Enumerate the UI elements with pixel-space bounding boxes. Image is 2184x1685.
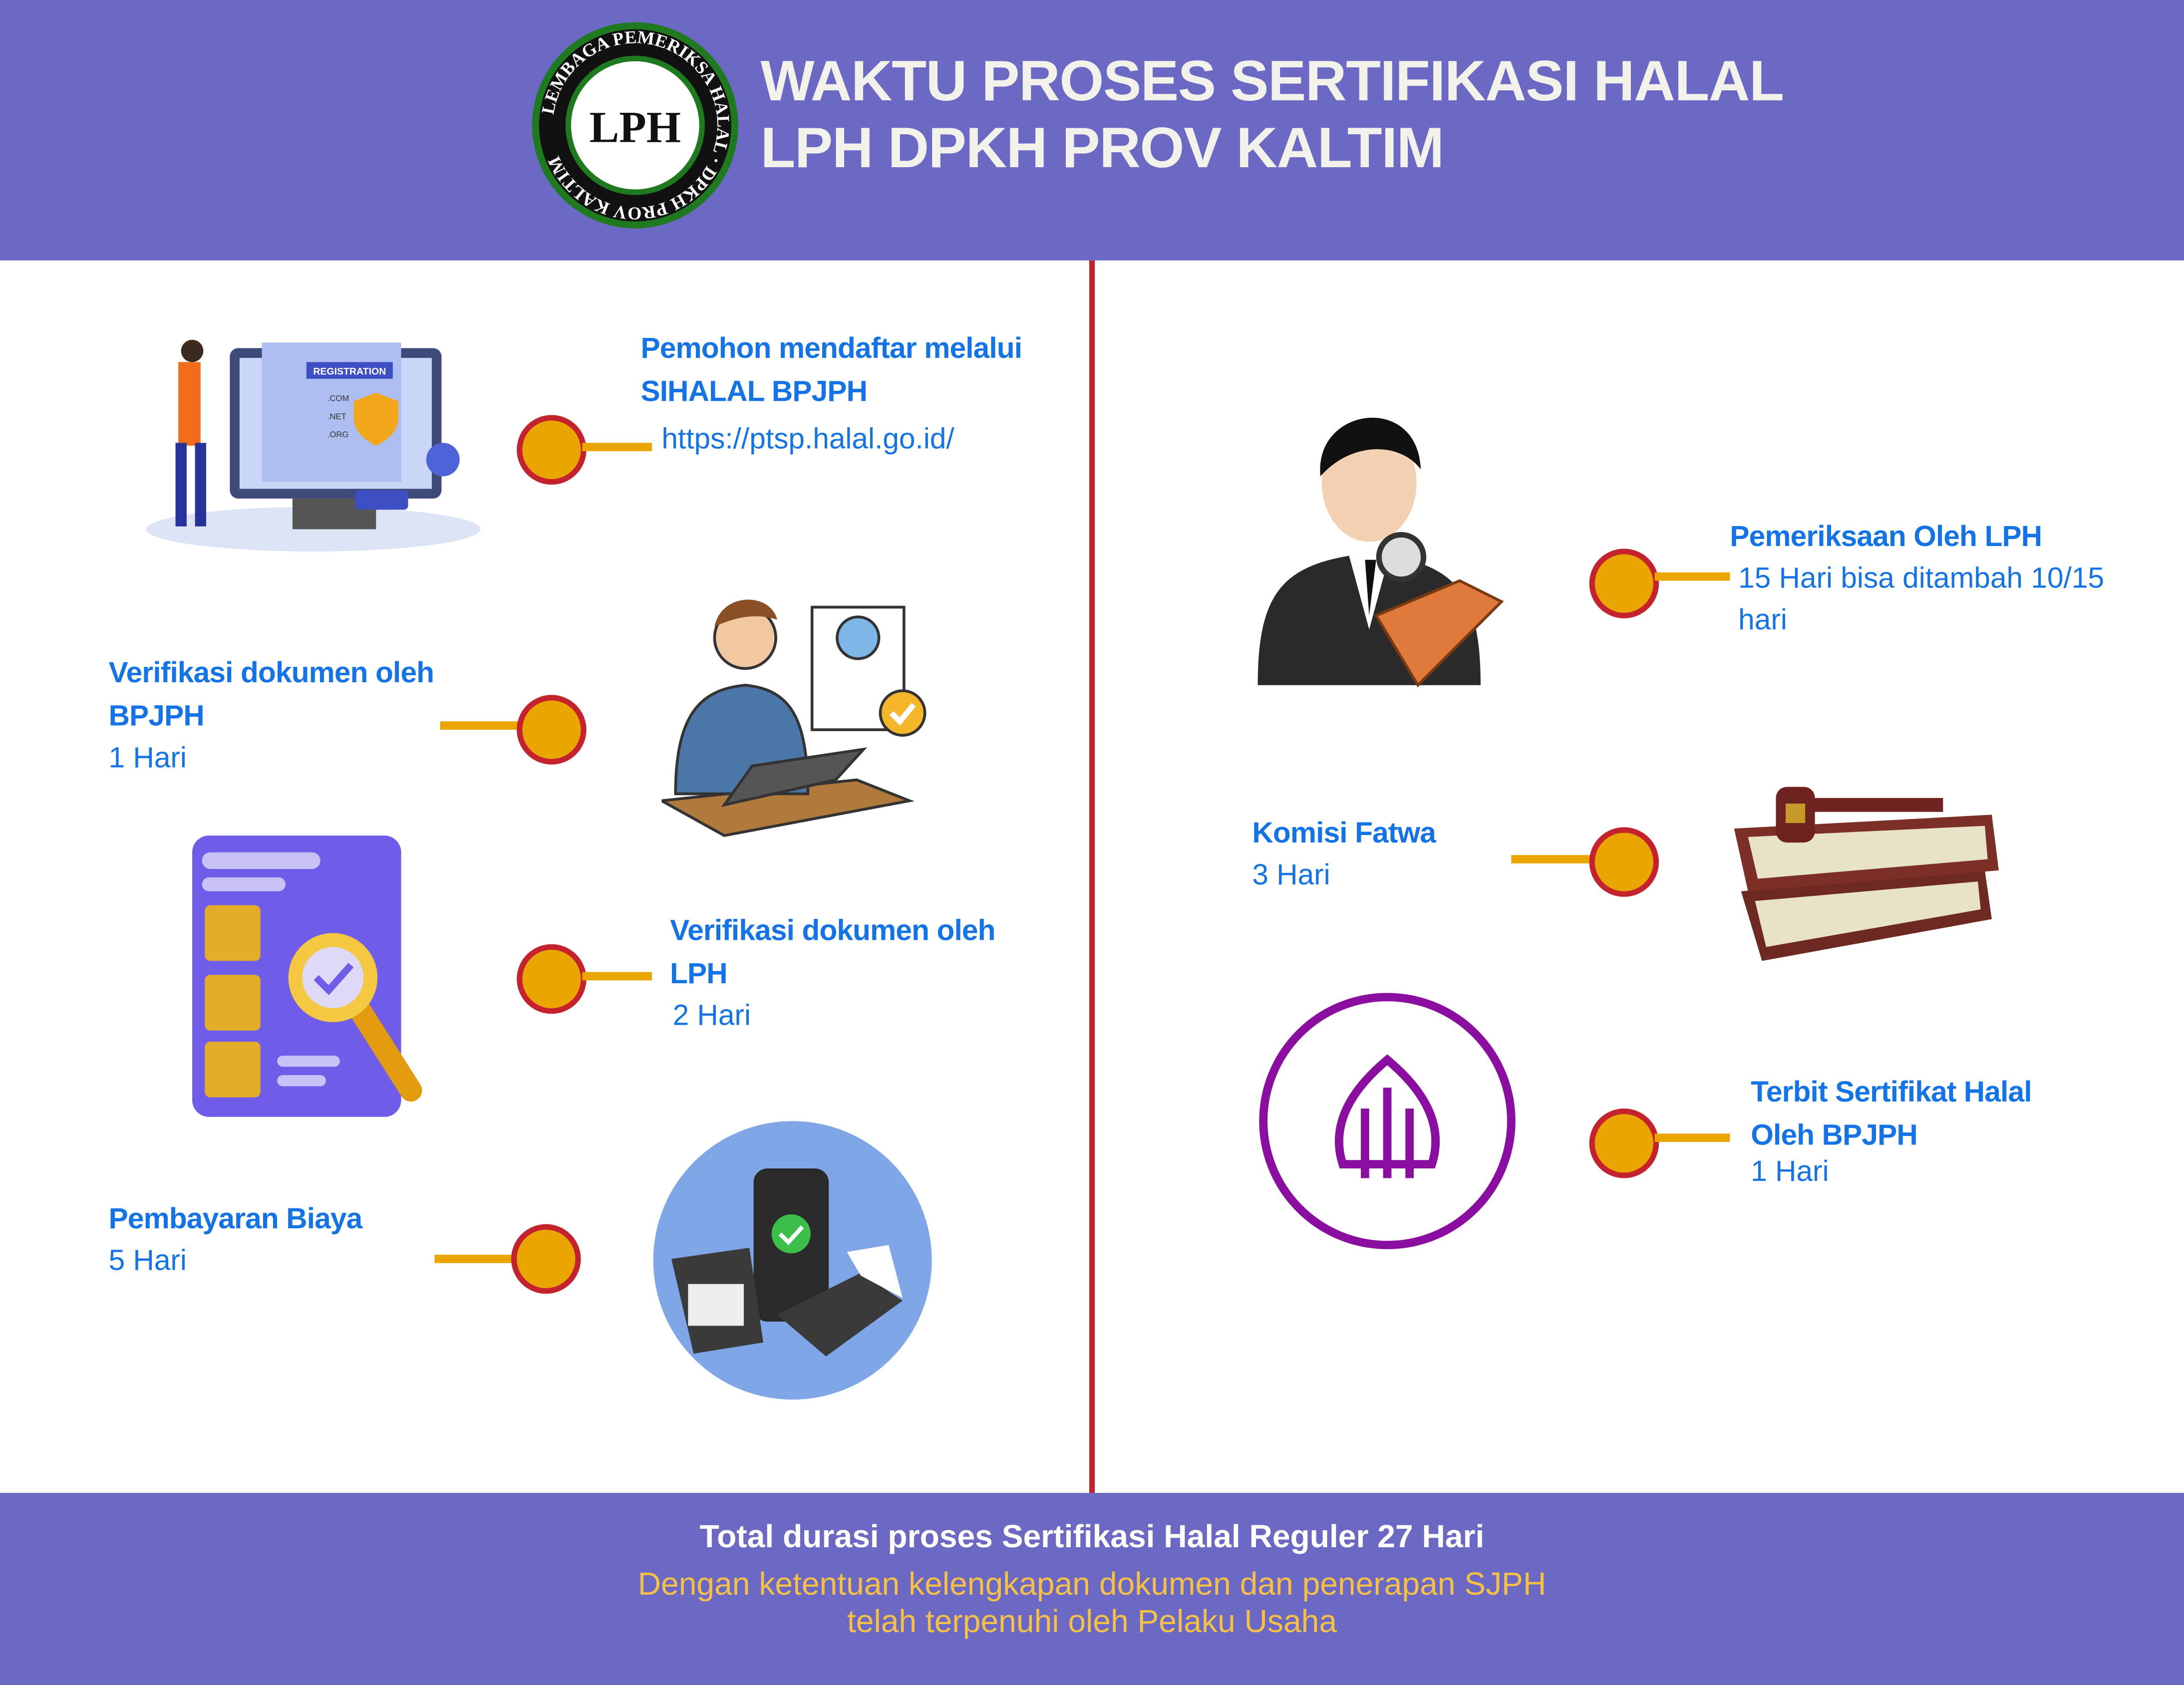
step-connector xyxy=(1511,855,1592,863)
page-title: WAKTU PROSES SERTIFIKASI HALAL LPH DPKH … xyxy=(760,47,1784,181)
step-fatwa-commission: Komisi Fatwa 3 Hari xyxy=(1252,812,1517,897)
svg-text:.NET: .NET xyxy=(327,412,346,421)
step-title: Pemeriksaan Oleh LPH xyxy=(1730,521,2042,553)
payment-terminal-illustration xyxy=(653,1121,932,1400)
halal-logo-icon xyxy=(1259,993,1516,1249)
footer-note-text: Dengan ketentuan kelengkapan dokumen dan… xyxy=(637,1565,1547,1640)
step-title: Verifikasi dokumen oleh BPJPH xyxy=(108,657,434,733)
step-duration: 3 Hari xyxy=(1252,859,1330,891)
center-divider xyxy=(1089,260,1095,1493)
step-duration: 1 Hari xyxy=(1751,1155,1829,1188)
step-bpjph-verification: Verifikasi dokumen oleh BPJPH 1 Hari xyxy=(109,652,513,780)
step-connector xyxy=(1654,572,1730,581)
checklist-magnifier-illustration xyxy=(192,836,422,1117)
step-duration: 1 Hari xyxy=(108,742,187,775)
step-lph-verification: Verifikasi dokumen oleh LPH 2 Hari xyxy=(670,909,1004,1038)
step-registration: Pemohon mendaftar melalui SIHALAL BPJPH … xyxy=(640,327,1044,461)
step-connector xyxy=(434,1254,516,1263)
step-title: Pemohon mendaftar melalui SIHALAL BPJPH xyxy=(640,332,1022,408)
step-duration: 15 Hari bisa ditambah 10/15 hari xyxy=(1738,562,2105,637)
step-title: Komisi Fatwa xyxy=(1252,817,1436,850)
step-connector xyxy=(582,443,652,452)
step-title: Pembayaran Biaya xyxy=(108,1203,363,1235)
step-marker-payment xyxy=(511,1224,581,1294)
step-certificate-issuance: Terbit Sertifikat Halal Oleh BPJPH 1 Har… xyxy=(1751,1071,2071,1194)
registration-illustration: REGISTRATION .COM .NET .ORG xyxy=(146,339,481,552)
title-line-1: WAKTU PROSES SERTIFIKASI HALAL xyxy=(760,48,1784,113)
step-lph-inspection: Pemeriksaan Oleh LPH 15 Hari bisa ditamb… xyxy=(1730,515,2106,642)
svg-text:LPH: LPH xyxy=(590,103,681,152)
step-payment: Pembayaran Biaya 5 Hari xyxy=(109,1198,471,1283)
step-marker-certificate xyxy=(1589,1108,1659,1178)
step-connector xyxy=(440,721,521,730)
title-line-2: LPH DPKH PROV KALTIM xyxy=(760,115,1444,180)
lph-logo: LEMBAGA PEMERIKSA HALAL · DPKH PROV KALT… xyxy=(532,22,738,229)
step-marker-inspection xyxy=(1589,549,1659,618)
total-duration: Total durasi proses Sertifikasi Halal Re… xyxy=(699,1518,1485,1554)
gavel-books-illustration xyxy=(1734,787,1999,961)
step-title: Terbit Sertifikat Halal Oleh BPJPH xyxy=(1751,1076,2032,1152)
footer-banner xyxy=(0,1493,2184,1685)
svg-text:.ORG: .ORG xyxy=(327,430,349,439)
step-duration: 2 Hari xyxy=(672,1000,751,1032)
step-title: Verifikasi dokumen oleh LPH xyxy=(670,915,995,990)
sihalal-link[interactable]: https://ptsp.halal.go.id/ xyxy=(661,423,954,456)
step-marker-lph-verification xyxy=(517,944,587,1014)
step-marker-fatwa xyxy=(1589,827,1659,897)
step-marker-bpjph xyxy=(517,695,587,765)
document-verification-illustration xyxy=(661,599,927,838)
step-connector xyxy=(1654,1133,1730,1142)
svg-text:REGISTRATION: REGISTRATION xyxy=(313,366,386,377)
svg-text:.COM: .COM xyxy=(327,394,349,403)
header-banner xyxy=(0,0,2184,261)
step-duration: 5 Hari xyxy=(108,1245,187,1277)
inspector-illustration xyxy=(1257,417,1504,688)
step-connector xyxy=(582,972,652,981)
footer-note: Dengan ketentuan kelengkapan dokumen dan… xyxy=(0,1565,2184,1641)
step-marker-registration xyxy=(517,415,587,485)
